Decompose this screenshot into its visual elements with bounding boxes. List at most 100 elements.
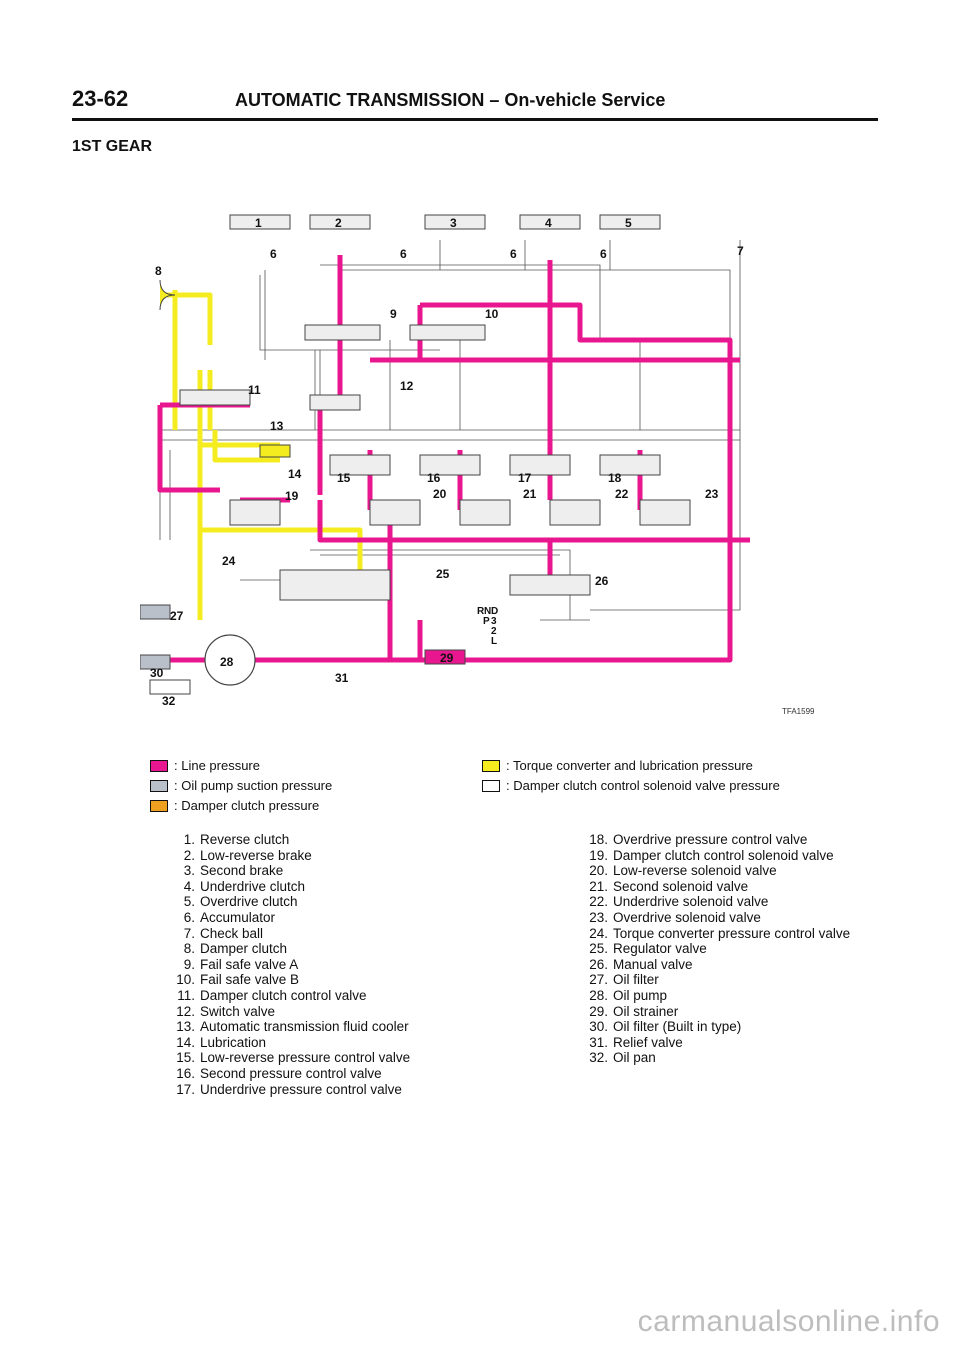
list-item-text: Underdrive clutch	[200, 878, 306, 894]
list-item-number: 29.	[589, 1003, 608, 1019]
list-item-number: 22.	[589, 894, 608, 910]
list-item: 12. Switch valve	[165, 1004, 475, 1020]
position-2: 2	[491, 626, 497, 637]
list-item: 7. Check ball	[165, 926, 475, 942]
list-item-text: Relief valve	[613, 1034, 683, 1050]
callout-7: 7	[737, 244, 744, 258]
callout-16: 16	[427, 471, 441, 485]
list-item-text: Overdrive pressure control valve	[613, 832, 808, 847]
list-item: 18. Overdrive pressure control valve	[578, 832, 868, 848]
list-item-text: Automatic transmission fluid cooler	[200, 1019, 409, 1035]
label-4: 4	[545, 216, 552, 230]
callout-9: 9	[390, 307, 397, 321]
list-item-text: Second brake	[200, 863, 284, 879]
list-item: 19.Damper clutch control solenoid valve	[578, 848, 868, 864]
list-item-number: 1.	[183, 832, 195, 847]
list-item: 32. Oil pan	[578, 1050, 868, 1066]
callout-24: 24	[222, 554, 236, 568]
list-item: 2.Low-reverse brake	[165, 848, 475, 864]
callout-22: 22	[615, 487, 629, 501]
list-item-text: Oil filter	[613, 972, 659, 988]
watermark: carmanualsonline.info	[637, 1305, 940, 1338]
list-item-number: 23.	[589, 909, 608, 925]
list-item-text: Overdrive clutch	[200, 894, 298, 910]
list-item-number: 16.	[176, 1065, 195, 1081]
list-item-number: 28.	[589, 987, 608, 1003]
list-item: 11.Damper clutch control valve	[165, 988, 475, 1004]
label-1: 1	[255, 216, 262, 230]
callout-23: 23	[705, 487, 719, 501]
legend-oil-pump-suction: : Oil pump suction pressure	[150, 778, 332, 793]
list-item-number: 17.	[176, 1081, 195, 1097]
list-item: 26. Manual valve	[578, 957, 868, 973]
list-item-number: 18.	[589, 832, 608, 847]
list-item-text: Oil pan	[613, 1050, 656, 1066]
list-item: 10.Fail safe valve B	[165, 972, 475, 988]
list-item-number: 12.	[176, 1003, 195, 1019]
section-title: 1ST GEAR	[72, 138, 153, 155]
list-item-text: Oil filter (Built in type)	[613, 1019, 742, 1035]
position-3: 3	[491, 616, 497, 627]
list-item-text: Check ball	[200, 925, 264, 941]
damper-clutch-icon	[159, 279, 176, 311]
list-item: 31.Relief valve	[578, 1035, 868, 1051]
list-item-text: Torque converter pressure control valve	[613, 925, 851, 941]
list-item: 4.Underdrive clutch	[165, 879, 475, 895]
label-2: 2	[335, 216, 342, 230]
callout-8: 8	[155, 264, 162, 278]
list-item-text: Damper clutch control solenoid valve	[613, 847, 834, 863]
callout-30: 30	[150, 666, 164, 680]
callout-14: 14	[288, 467, 302, 481]
thin-passages	[159, 240, 741, 621]
list-item-text: Regulator valve	[613, 941, 707, 957]
list-item-text: Reverse clutch	[200, 832, 290, 847]
swatch-line-pressure	[150, 759, 168, 772]
list-item: 22.Underdrive solenoid valve	[578, 894, 868, 910]
list-item: 20.Low-reverse solenoid valve	[578, 863, 868, 879]
list-item-number: 11.	[177, 987, 195, 1003]
list-item-text: Low-reverse brake	[200, 847, 312, 863]
position-p: P	[483, 616, 490, 627]
list-item: 29.Oil strainer	[578, 1004, 868, 1020]
list-item-number: 14.	[176, 1034, 195, 1050]
list-item-number: 3.	[183, 863, 195, 879]
list-item-number: 7.	[183, 925, 195, 941]
list-item-number: 8.	[183, 941, 195, 957]
list-item-number: 26.	[589, 956, 608, 972]
header-rule	[72, 118, 878, 121]
callout-27: 27	[170, 609, 184, 623]
list-item-text: Manual valve	[613, 956, 693, 972]
list-item-text: Accumulator	[200, 909, 276, 925]
callout-17: 17	[518, 471, 532, 485]
callout-6a: 6	[270, 247, 277, 261]
list-item: 14. Lubrication	[165, 1035, 475, 1051]
list-item-text: Switch valve	[200, 1003, 276, 1019]
swatch-torque-converter	[482, 759, 500, 772]
page-title: AUTOMATIC TRANSMISSION – On-vehicle Serv…	[235, 90, 665, 111]
list-item: 5.Overdrive clutch	[165, 894, 475, 910]
list-item-text: Lubrication	[200, 1034, 267, 1050]
diagram-reference: TFA1599	[782, 707, 815, 716]
list-item: 8.Damper clutch	[165, 941, 475, 957]
list-item-text: Second solenoid valve	[613, 878, 749, 894]
list-item: 17. Underdrive pressure control valve	[165, 1082, 475, 1098]
list-item: 3. Second brake	[165, 863, 475, 879]
list-item-number: 6.	[183, 909, 195, 925]
position-n: N	[484, 606, 491, 617]
oil-pump-icon	[204, 634, 256, 686]
list-item-text: Underdrive pressure control valve	[200, 1081, 402, 1097]
callout-6b: 6	[400, 247, 407, 261]
list-item: 6. Accumulator	[165, 910, 475, 926]
list-item-text: Low-reverse solenoid valve	[613, 863, 777, 879]
callout-6d: 6	[600, 247, 607, 261]
callout-18: 18	[608, 471, 622, 485]
list-item-number: 10.	[176, 972, 195, 988]
legend-damper-clutch: : Damper clutch pressure	[150, 798, 319, 813]
list-item-number: 32.	[589, 1050, 608, 1066]
hydraulic-circuit-diagram: 1 2 3 4 5 6 6 6 6 6 7 8 9 10 11 12 13 14…	[140, 214, 750, 708]
list-item-number: 27.	[589, 972, 608, 988]
callout-32: 32	[162, 694, 176, 708]
callout-6c: 6	[510, 247, 517, 261]
callout-15: 15	[337, 471, 351, 485]
